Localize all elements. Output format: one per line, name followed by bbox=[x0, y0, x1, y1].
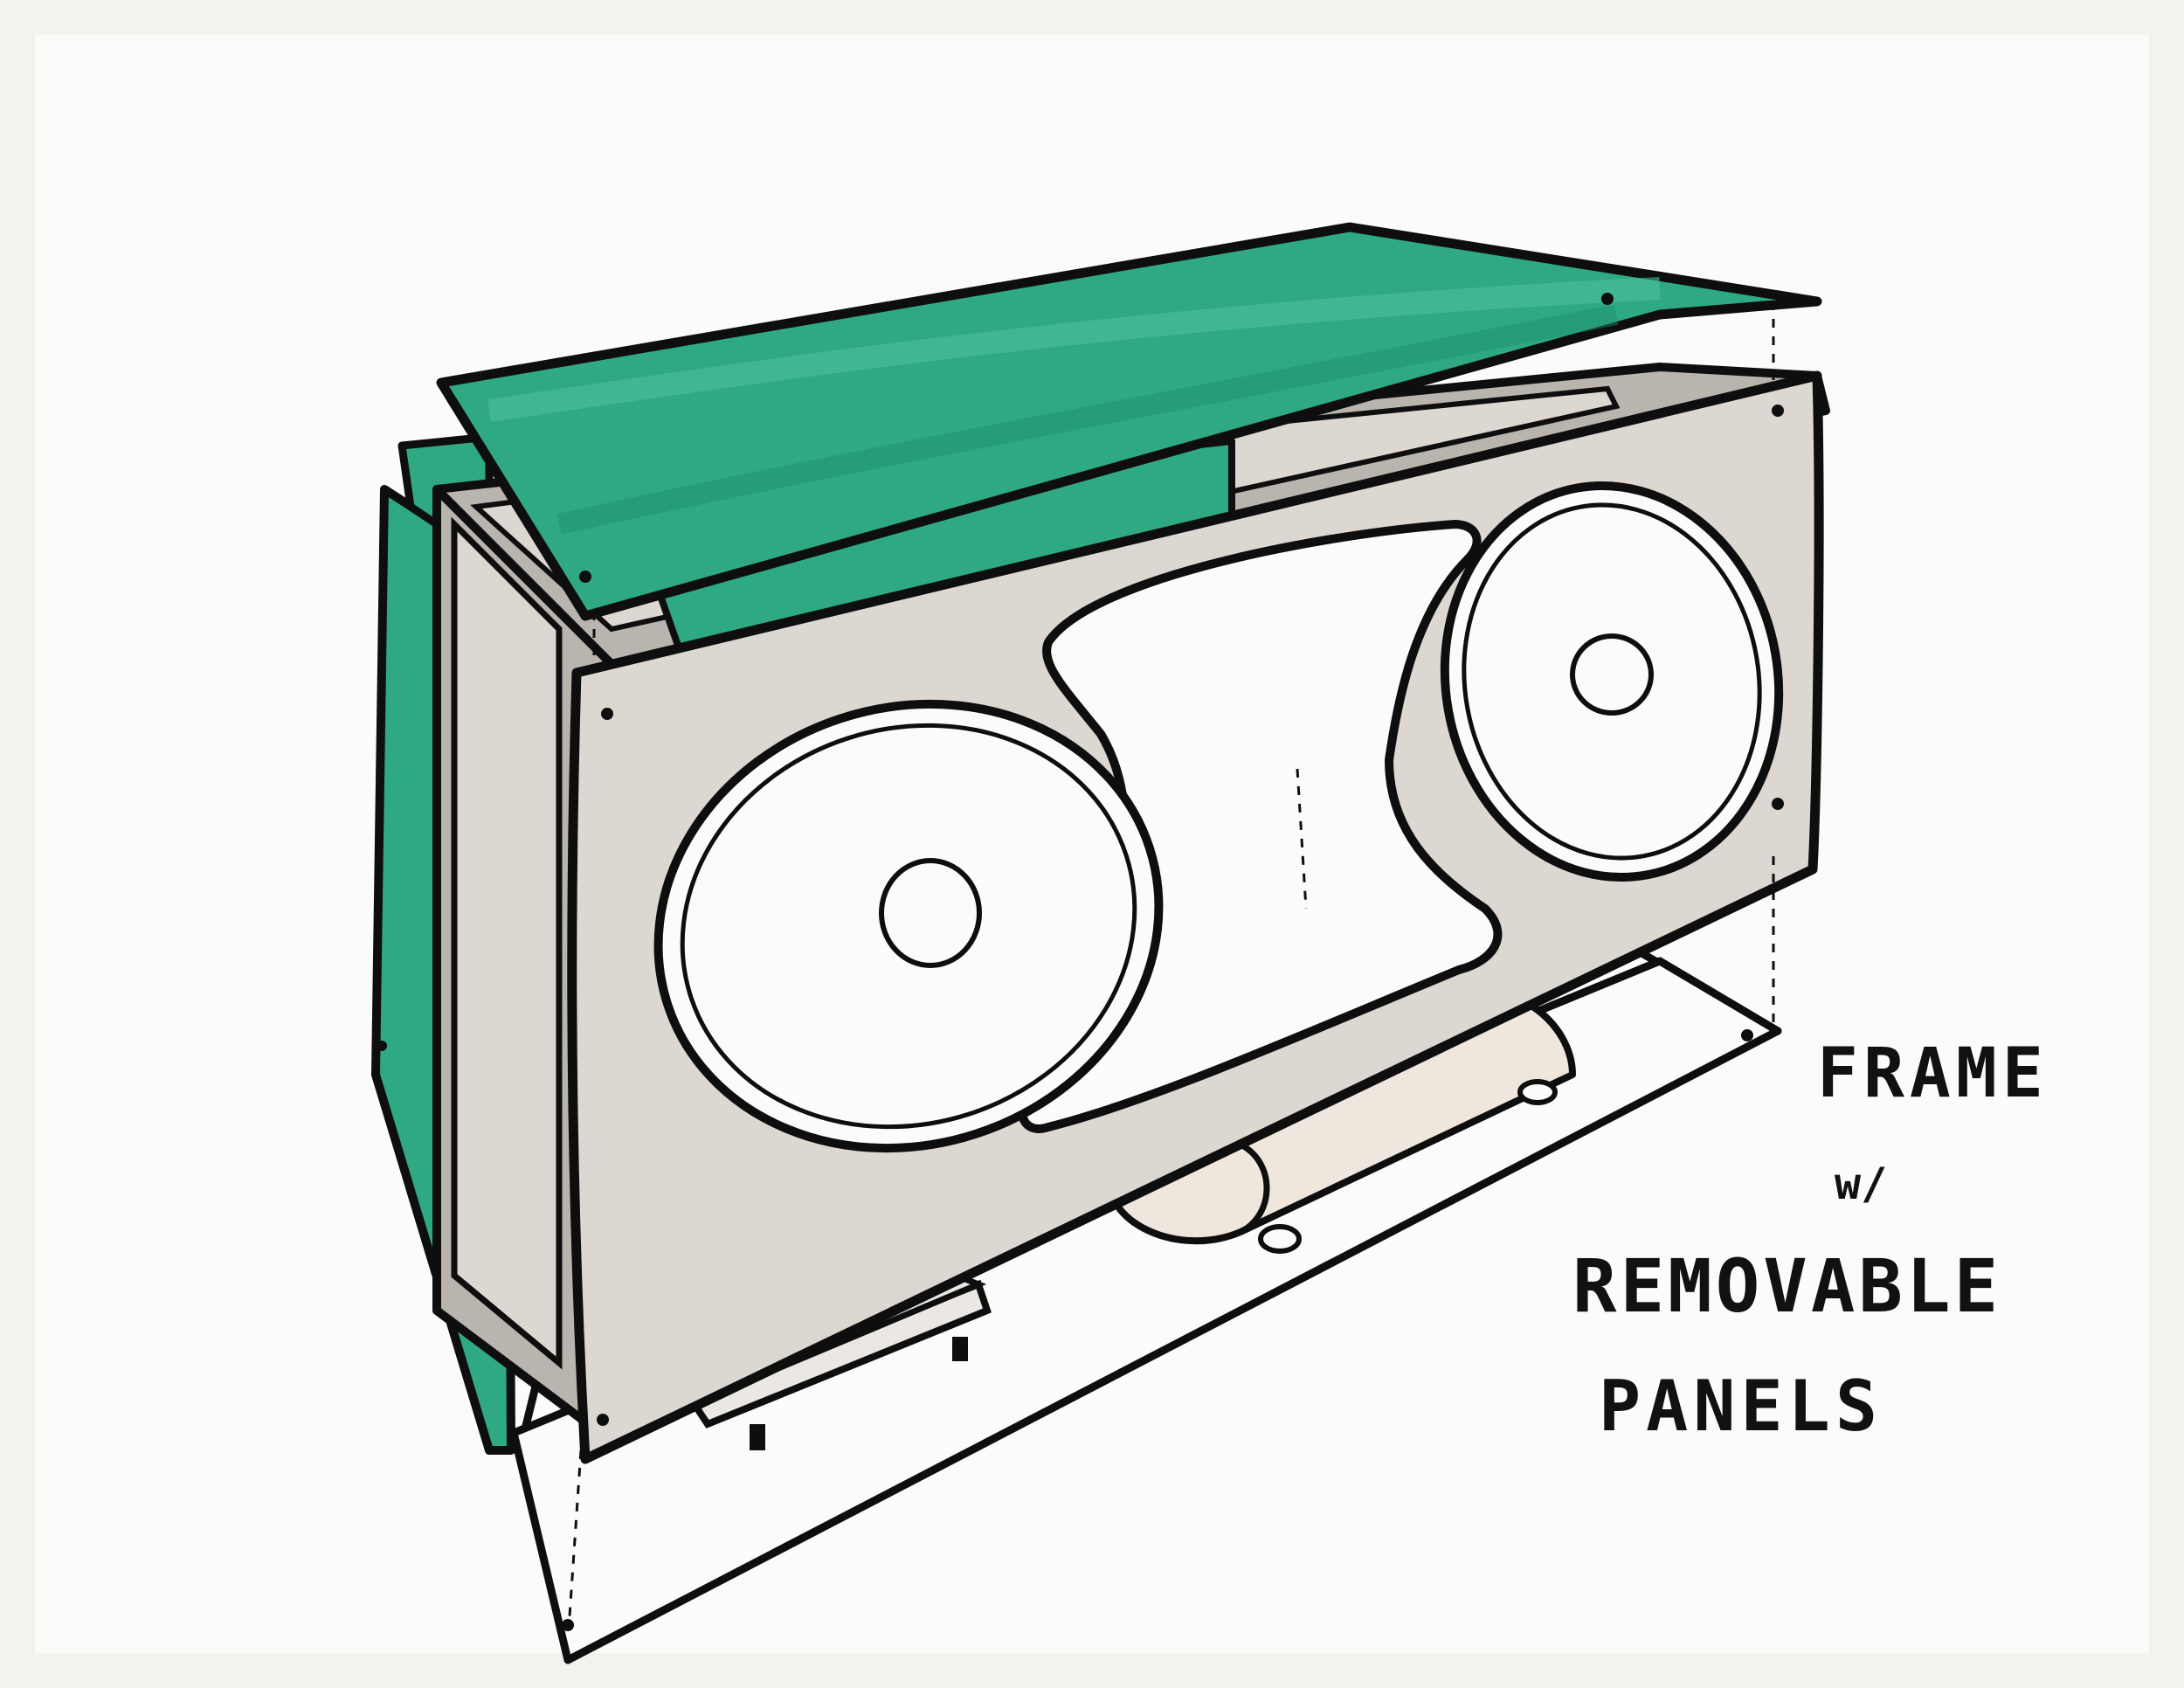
top-panel bbox=[436, 222, 1822, 621]
alignment-guides bbox=[568, 301, 1775, 1617]
caption-line-frame: FRAME bbox=[1817, 1034, 2049, 1113]
caption-line-with: w/ bbox=[1835, 1159, 1888, 1209]
front-panel bbox=[567, 370, 1824, 1464]
caption-line-panels: PANELS bbox=[1599, 1366, 1883, 1447]
caption-line-removable: REMOVABLE bbox=[1572, 1243, 2002, 1329]
caption: FRAME w/ REMOVABLE PANELS bbox=[1572, 1040, 2062, 1459]
